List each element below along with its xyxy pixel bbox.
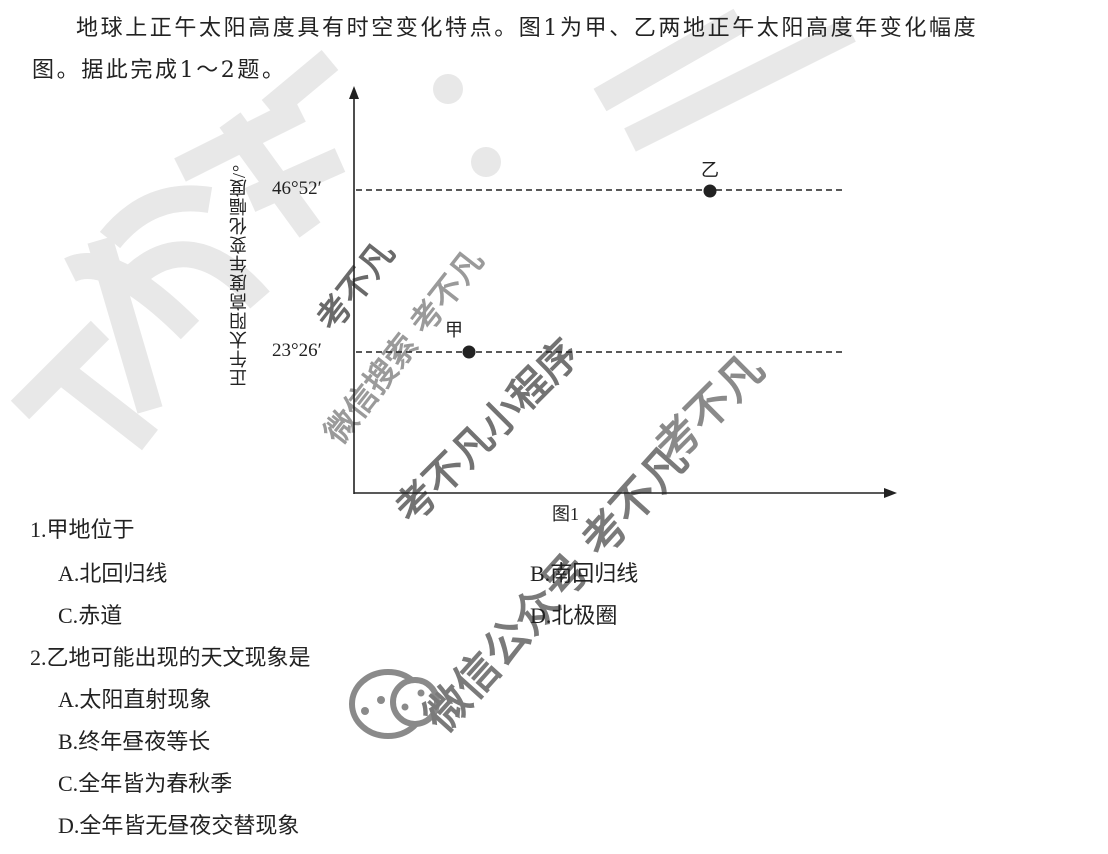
question-1-option-b[interactable]: B.南回归线: [530, 561, 639, 586]
question-2-option-c[interactable]: C.全年皆为春秋季: [58, 771, 233, 796]
point-yi: [703, 184, 717, 198]
question-2-option-b[interactable]: B.终年昼夜等长: [58, 729, 211, 754]
point-label-yi: 乙: [701, 160, 719, 181]
y-tick-23-26: 23°26′: [272, 340, 322, 361]
question-1-option-d[interactable]: D.北极圈: [530, 603, 618, 628]
y-axis-arrow-icon: [349, 86, 359, 99]
question-2-option-a[interactable]: A.太阳直射现象: [58, 687, 212, 712]
question-2-stem: 2.乙地可能出现的天文现象是: [30, 645, 311, 670]
question-1-option-a[interactable]: A.北回归线: [58, 561, 168, 586]
question-1-stem: 1.甲地位于: [30, 517, 135, 542]
point-label-jia: 甲: [445, 320, 463, 341]
figure-caption: 图1: [552, 504, 579, 524]
question-1-option-c[interactable]: C.赤道: [58, 603, 123, 628]
y-axis-label: 正午太阳高度年变化幅度/°: [229, 163, 249, 387]
y-tick-46-52: 46°52′: [272, 178, 322, 199]
intro-line-2: 图。据此完成1～2题。: [32, 58, 287, 83]
x-axis-arrow-icon: [884, 488, 897, 498]
point-jia: [462, 345, 476, 359]
question-2-option-d[interactable]: D.全年皆无昼夜交替现象: [58, 813, 300, 838]
